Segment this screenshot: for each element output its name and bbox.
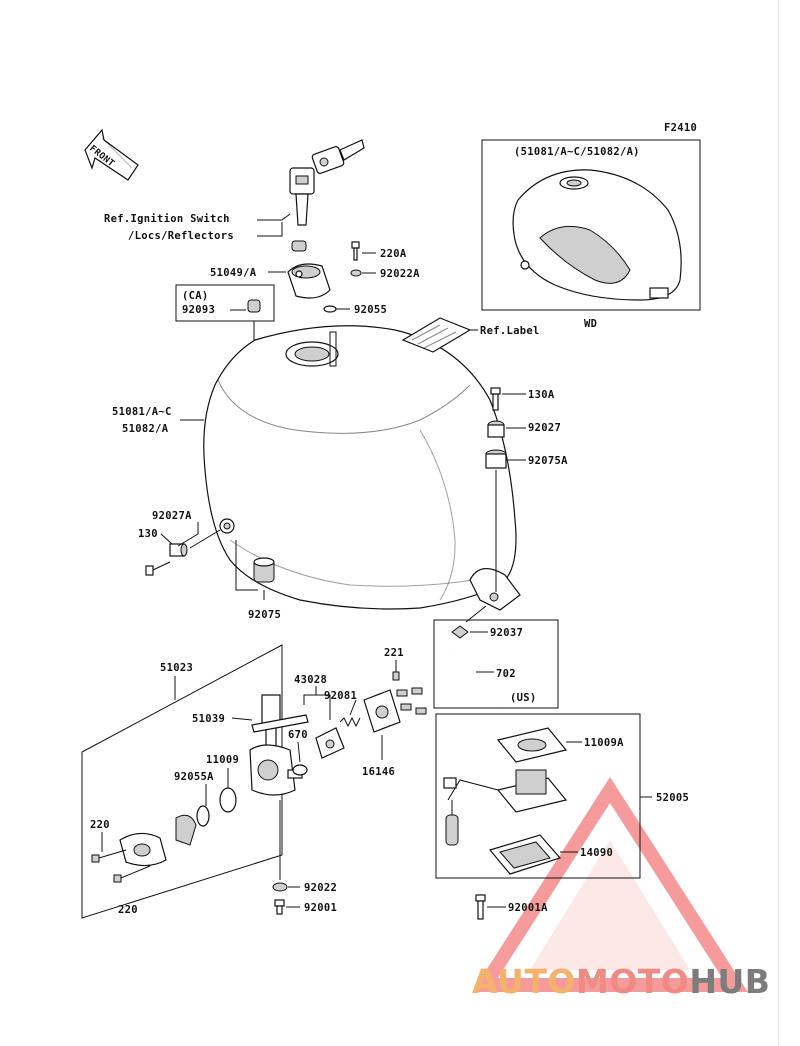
- label-14090: 14090: [580, 847, 614, 859]
- lever-cover: [119, 832, 167, 867]
- watermark-moto: MOTO: [575, 962, 690, 1001]
- label-ref-ignition-switch: Ref.Ignition Switch: [104, 213, 230, 225]
- watermark-text: AUTOMOTOHUB: [472, 962, 770, 1002]
- bolt-92001: [274, 899, 285, 915]
- clip-92037: [451, 625, 469, 639]
- damper-92075: [253, 557, 275, 583]
- label-92001: 92001: [304, 902, 338, 914]
- part-92093: [247, 299, 261, 313]
- label-inset-title: (51081/A~C/51082/A): [514, 146, 640, 158]
- label-92093: 92093: [182, 304, 216, 316]
- label-51039: 51039: [192, 713, 226, 725]
- label-92055: 92055: [354, 304, 388, 316]
- label-92075: 92075: [248, 609, 282, 621]
- screws-220: [91, 849, 151, 883]
- wd-variant-inset-box: [481, 139, 701, 311]
- label-220a: 220A: [380, 248, 407, 260]
- bolt-220a: [351, 241, 360, 261]
- grommet-small: [291, 240, 307, 252]
- collar-92027a: [169, 543, 188, 557]
- label-ref-label: Ref.Label: [480, 325, 540, 337]
- fuel-petcock-body: [249, 694, 309, 796]
- bolt-130a: [490, 387, 501, 411]
- label-us: (US): [510, 692, 537, 704]
- label-220-upper: 220: [90, 819, 110, 831]
- label-130: 130: [138, 528, 158, 540]
- gasket-11009: [219, 787, 237, 813]
- label-92075a: 92075A: [528, 455, 568, 467]
- label-220-lower: 220: [118, 904, 138, 916]
- label-92027: 92027: [528, 422, 562, 434]
- fuel-cap-51049: [287, 263, 331, 299]
- label-51023: 51023: [160, 662, 194, 674]
- label-702: 702: [496, 668, 516, 680]
- fuel-level-sensor-52005: [443, 769, 568, 846]
- damper-92075a: [485, 449, 507, 469]
- label-43028: 43028: [294, 674, 328, 686]
- label-92027a: 92027A: [152, 510, 192, 522]
- us-variant-box: [433, 619, 559, 709]
- ca-variant-box: [175, 284, 275, 322]
- label-16146: 16146: [362, 766, 396, 778]
- figure-code: F2410: [664, 122, 698, 134]
- label-92081: 92081: [324, 690, 358, 702]
- petcock-assembly-box: [81, 644, 283, 919]
- oring-670: [292, 764, 308, 776]
- watermark-triangle-logo: [472, 777, 748, 992]
- label-92022: 92022: [304, 882, 338, 894]
- lever-plate-16146: [363, 689, 401, 733]
- label-670: 670: [288, 729, 308, 741]
- screws-221: [392, 671, 427, 715]
- fuel-tank-wd-variant: [512, 169, 682, 301]
- label-130a: 130A: [528, 389, 555, 401]
- label-11009: 11009: [206, 754, 240, 766]
- fuel-level-sensor-box: [435, 713, 641, 879]
- label-ref-locs-reflectors: /Locs/Reflectors: [128, 230, 234, 242]
- label-92055a: 92055A: [174, 771, 214, 783]
- label-51081: 51081/A~C: [112, 406, 172, 418]
- label-51049: 51049/A: [210, 267, 257, 279]
- bolt-92001a: [475, 894, 486, 920]
- label-wd: WD: [584, 318, 598, 330]
- label-92022a: 92022A: [380, 268, 420, 280]
- label-92037: 92037: [490, 627, 524, 639]
- gasket-11009a: [496, 727, 568, 763]
- watermark-hub: HUB: [689, 962, 771, 1001]
- label-92001a: 92001A: [508, 902, 548, 914]
- oring-92055a: [196, 805, 210, 827]
- lever-knob: [175, 814, 197, 846]
- label-51082: 51082/A: [122, 423, 169, 435]
- plate-43028: [315, 727, 345, 759]
- label-221: 221: [384, 647, 404, 659]
- collar-92027: [487, 420, 505, 438]
- front-arrow-icon: [84, 128, 139, 181]
- label-11009a: 11009A: [584, 737, 624, 749]
- label-ca: (CA): [182, 290, 209, 302]
- hose-702: [451, 647, 499, 706]
- fuel-tank-main: [203, 325, 521, 611]
- label-52005: 52005: [656, 792, 690, 804]
- ignition-key: [289, 139, 365, 226]
- watermark-auto: AUTO: [472, 962, 576, 1001]
- float-14090: [488, 834, 562, 875]
- spring-92081: [339, 716, 361, 728]
- bolt-130: [145, 561, 171, 576]
